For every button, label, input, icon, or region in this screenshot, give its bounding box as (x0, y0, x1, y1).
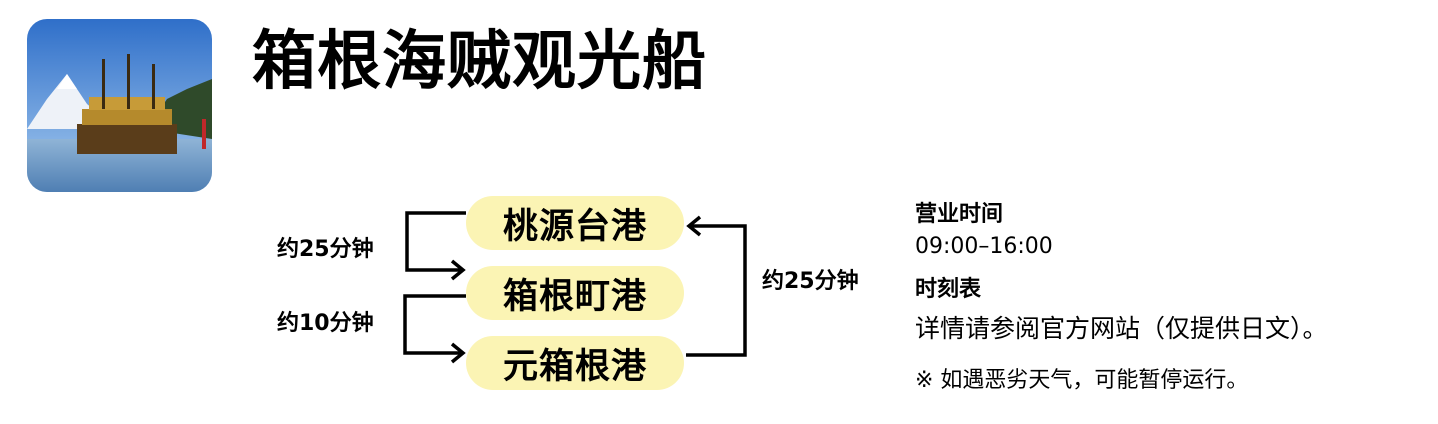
arrowhead-1 (450, 259, 466, 281)
timetable-value: 详情请参阅官方网站（仅提供日文）。 (915, 314, 1328, 343)
weather-note: ※ 如遇恶劣天气，可能暂停运行。 (915, 368, 1249, 393)
duration-label-2: 约10分钟 (277, 311, 374, 336)
page-title: 箱根海贼观光船 (252, 25, 707, 99)
timetable-label: 时刻表 (915, 277, 982, 302)
arrowhead-3 (686, 215, 702, 237)
port-hakone-machi: 箱根町港 (466, 266, 684, 320)
route-arrow-1 (405, 211, 466, 272)
duration-label-3: 约25分钟 (762, 269, 859, 294)
port-moto-hakone: 元箱根港 (466, 336, 684, 390)
arrowhead-2 (450, 342, 466, 364)
port-togendai: 桃源台港 (466, 196, 684, 250)
hours-value: 09:00–16:00 (915, 234, 1053, 259)
duration-label-1: 约25分钟 (277, 237, 374, 262)
route-arrow-2 (403, 294, 466, 355)
ship-photo (27, 19, 212, 192)
route-arrow-3 (686, 224, 747, 357)
hours-label: 营业时间 (915, 202, 1004, 227)
